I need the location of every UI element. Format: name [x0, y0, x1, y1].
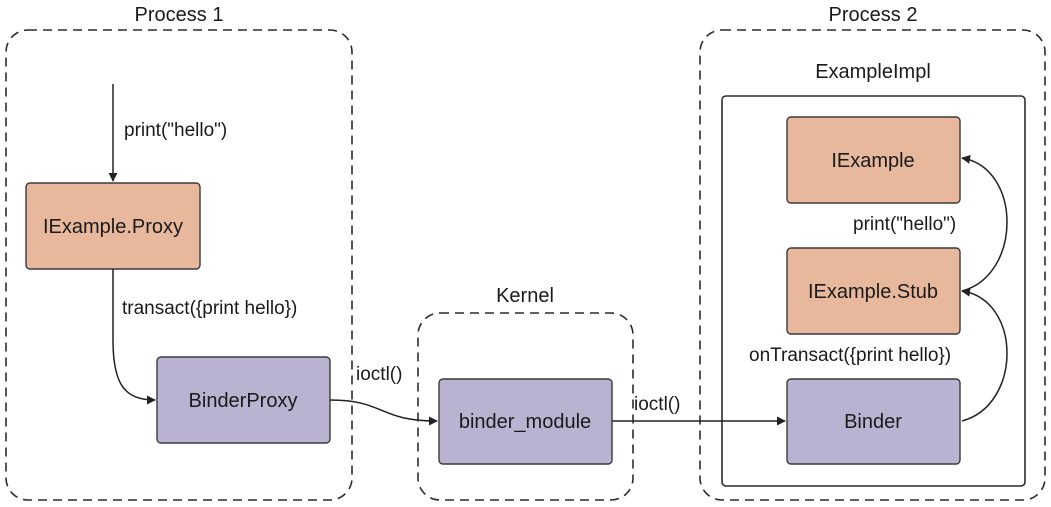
iexample-node	[786, 116, 961, 204]
process1-region	[5, 29, 353, 501]
transact-arrow	[112, 269, 156, 405]
process2-region	[699, 29, 1046, 501]
iexample-stub-label: IExample.Stub	[808, 281, 938, 303]
ioctl-to-binder-label: ioctl()	[634, 394, 680, 415]
on-transact-label: onTransact({print hello})	[749, 345, 951, 366]
transact-label: transact({print hello})	[122, 298, 297, 319]
print-impl-label: print("hello")	[853, 214, 956, 235]
process1-title: Process 1	[135, 4, 224, 26]
kernel-title: Kernel	[496, 285, 554, 307]
ioctl-to-kernel-label: ioctl()	[356, 364, 402, 385]
binder-proxy-label: BinderProxy	[189, 390, 298, 412]
example-impl-title: ExampleImpl	[815, 61, 931, 83]
on-transact-arrow	[961, 287, 1008, 422]
binder-module-label: binder_module	[459, 411, 591, 433]
print-impl-arrow	[961, 154, 1008, 292]
ioctl-to-kernel-arrow	[329, 399, 438, 426]
binder-node	[786, 378, 961, 465]
process2-title: Process 2	[829, 4, 918, 26]
binder-label: Binder	[844, 411, 902, 433]
iexample-stub-node	[786, 247, 961, 335]
kernel-region	[417, 312, 634, 501]
iexample-label: IExample	[831, 150, 914, 172]
print-call-label: print("hello")	[124, 120, 227, 141]
example-impl-region	[721, 95, 1026, 487]
iexample-proxy-label: IExample.Proxy	[43, 216, 183, 238]
